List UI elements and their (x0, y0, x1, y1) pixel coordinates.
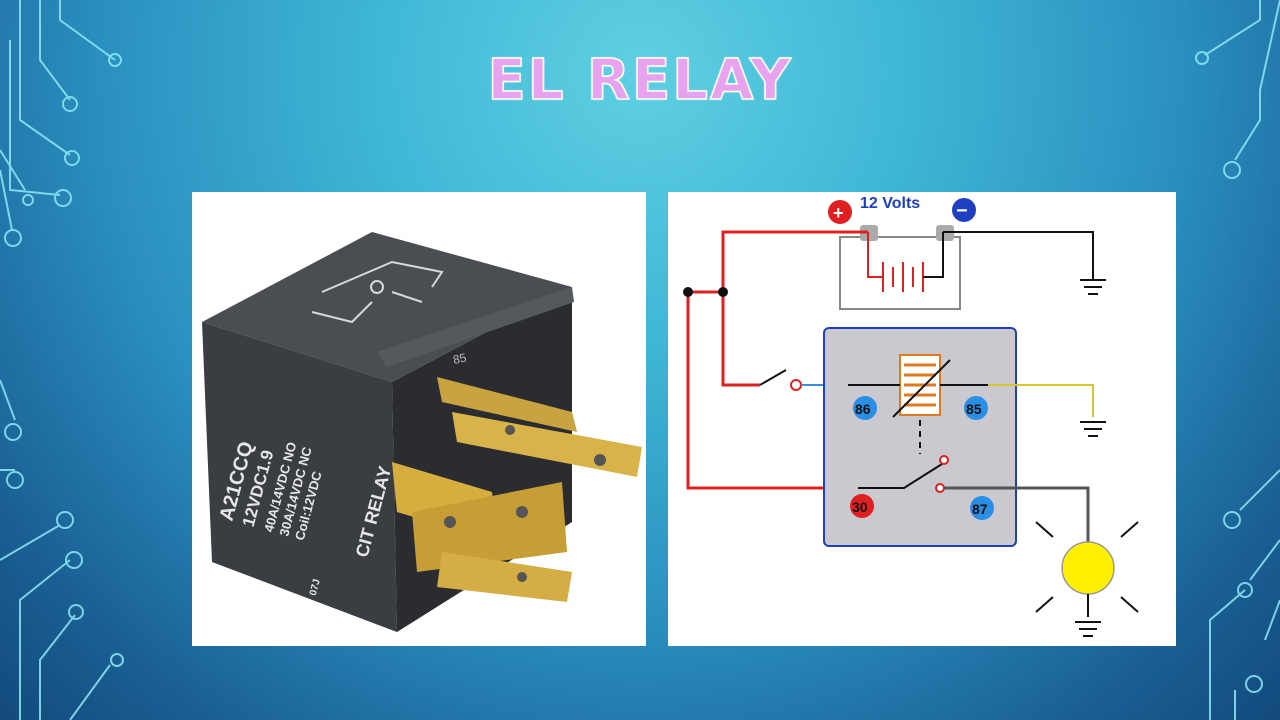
red-wires (686, 230, 868, 490)
contact-nc (939, 455, 949, 465)
battery-box (839, 236, 961, 310)
plus-badge (828, 200, 852, 224)
pin-87-label: 87 (972, 501, 988, 517)
pin-85-badge (964, 396, 988, 420)
pin-86-badge (853, 396, 877, 420)
pin-86-label: 86 (855, 401, 871, 417)
ground-symbol-top (1080, 279, 1106, 295)
pin-87-badge (970, 496, 994, 520)
pin-85-label: 85 (966, 401, 982, 417)
switch-contact (790, 379, 802, 391)
relay-top-face (202, 232, 572, 382)
lamp-bulb (1061, 541, 1115, 595)
pin-30-badge (850, 494, 874, 518)
relay-circuit-diagram: + 12 Volts − (668, 192, 1176, 646)
pin-30-label: 30 (852, 499, 868, 515)
minus-symbol: − (956, 200, 968, 222)
minus-badge (952, 198, 976, 222)
lamp-rays (1035, 521, 1139, 613)
slide-title: EL RELAY (487, 47, 793, 114)
plus-symbol: + (833, 203, 844, 223)
voltage-label: 12 Volts (860, 195, 920, 212)
relay-photo: 85 A21CCQ 12VDC1.9 40A/14VDC NO 30A/14VD… (192, 192, 646, 646)
relay-left-face (202, 322, 397, 632)
relay-top-schematic (311, 260, 444, 324)
terminal-85-label: 85 (452, 350, 468, 367)
contact-no (935, 483, 945, 493)
relay-label-line6: 07J (308, 578, 323, 597)
ground-symbol-mid (1080, 421, 1106, 437)
battery-cells (873, 262, 924, 292)
ground-symbol-lamp (1075, 621, 1101, 637)
relay-pins (392, 377, 642, 602)
